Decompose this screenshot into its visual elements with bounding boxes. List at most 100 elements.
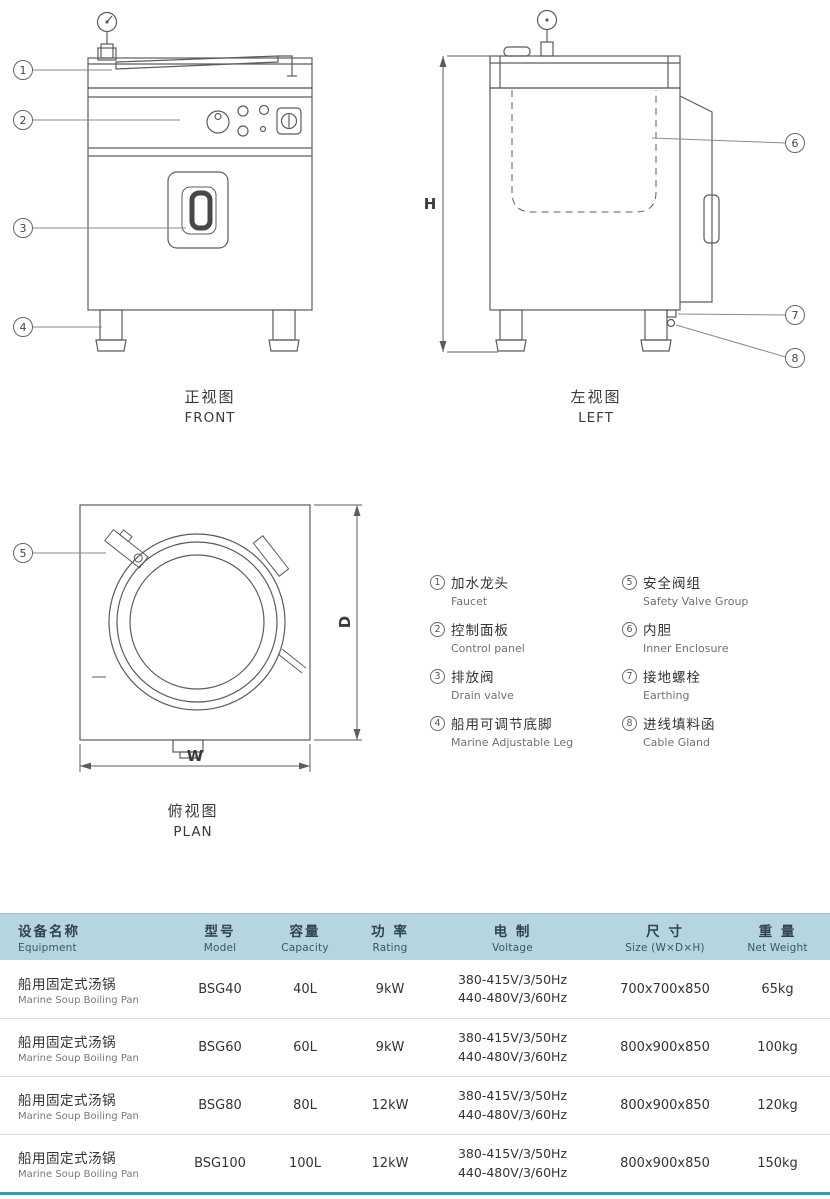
header-capacity-en: Capacity: [281, 942, 329, 954]
capacity-value: 80L: [293, 1098, 317, 1113]
legend-label-cn: 船用可调节底脚: [451, 717, 553, 733]
legend-number: 1: [430, 574, 445, 590]
technical-drawings: 1 2 3 4: [13, 9, 805, 772]
legend-number: 7: [622, 668, 637, 684]
legend-number: 8: [622, 715, 637, 731]
legend-item-adjustable-leg: 4 船用可调节底脚 Marine Adjustable Leg: [430, 713, 622, 749]
legend-label-cn: 控制面板: [451, 623, 509, 639]
table-row-bsg80: 船用固定式汤锅 Marine Soup Boiling Pan BSG80 80…: [0, 1076, 830, 1134]
legend-label-en: Drain valve: [451, 689, 514, 702]
header-voltage: 电 制 Voltage: [430, 920, 595, 954]
legend-item-inner-enclosure: 6 内胆 Inner Enclosure: [622, 619, 814, 655]
callout-5-number: 5: [20, 547, 27, 560]
pressure-gauge-icon: [96, 11, 118, 59]
h-dimension: H: [424, 55, 498, 353]
front-view-drawing: [87, 11, 313, 352]
parts-legend: 1 加水龙头 Faucet 2 控制面板 Control panel 3 排放阀…: [430, 572, 814, 760]
left-view-drawing: [489, 9, 720, 352]
equipment-name-cn: 船用固定式汤锅: [18, 976, 116, 993]
left-view-label-en: LEFT: [578, 410, 614, 426]
legend-item-cable-gland: 8 进线填料函 Cable Gland: [622, 713, 814, 749]
header-rating-cn: 功 率: [371, 924, 409, 940]
header-rating-en: Rating: [372, 942, 408, 954]
legend-item-drain-valve: 3 排放阀 Drain valve: [430, 666, 622, 702]
header-voltage-en: Voltage: [492, 942, 533, 954]
equipment-name-en: Marine Soup Boiling Pan: [18, 1053, 139, 1064]
legend-label-en: Faucet: [451, 595, 488, 608]
header-equipment: 设备名称 Equipment: [10, 920, 180, 954]
callout-7-number: 7: [792, 309, 799, 322]
callout-2: 2: [13, 110, 33, 130]
voltage-line-2: 440-480V/3/60Hz: [457, 990, 568, 1005]
callout-4: 4: [13, 317, 33, 337]
model-value: BSG100: [194, 1156, 246, 1171]
legend-item-earthing: 7 接地螺栓 Earthing: [622, 666, 814, 702]
header-size: 尺 寸 Size (W×D×H): [595, 920, 735, 954]
callout-6-number: 6: [792, 137, 799, 150]
legend-number: 3: [430, 668, 445, 684]
left-view-label-cn: 左视图: [570, 388, 622, 406]
legend-number: 2: [430, 621, 445, 637]
callout-3: 3: [13, 218, 33, 238]
header-model: 型号 Model: [180, 920, 260, 954]
header-capacity-cn: 容量: [289, 924, 321, 940]
legend-label-en: Control panel: [451, 642, 525, 655]
w-dimension-label: W: [187, 747, 204, 765]
left-view-label: 左视图 LEFT: [536, 386, 656, 426]
legend-label-en: Cable Gland: [643, 736, 710, 749]
equipment-name-cn: 船用固定式汤锅: [18, 1035, 116, 1051]
callout-1: 1: [13, 60, 33, 80]
callout-6: 6: [785, 133, 805, 153]
header-voltage-cn: 电 制: [493, 924, 532, 940]
legend-number: 6: [622, 621, 637, 637]
equipment-cell: 船用固定式汤锅 Marine Soup Boiling Pan: [10, 1031, 180, 1064]
callout-4-number: 4: [20, 321, 27, 334]
equipment-name-en: Marine Soup Boiling Pan: [18, 994, 139, 1006]
plan-view-label-cn: 俯视图: [167, 802, 219, 820]
legend-label-cn: 内胆: [643, 623, 672, 639]
front-view-label: 正视图 FRONT: [150, 386, 270, 426]
callout-1-number: 1: [20, 64, 27, 77]
front-view-label-cn: 正视图: [184, 388, 236, 406]
front-callouts: [32, 69, 186, 328]
d-dimension: D: [314, 504, 362, 741]
rating-value: 9kW: [375, 981, 405, 997]
pressure-gauge-side-icon: [536, 9, 558, 57]
voltage-line-2: 440-480V/3/60Hz: [457, 1106, 568, 1122]
h-dimension-label: H: [424, 195, 437, 213]
faucet-icon: [97, 47, 297, 77]
model-value: BSG60: [198, 1040, 242, 1055]
equipment-name-en: Marine Soup Boiling Pan: [18, 1111, 139, 1122]
equipment-name-cn: 船用固定式汤锅: [18, 1151, 116, 1167]
legend-item-safety-valve-group: 5 安全阀组 Safety Valve Group: [622, 572, 814, 608]
spec-table: 设备名称 Equipment 型号 Model 容量 Capacity 功 率 …: [0, 913, 830, 1195]
left-callouts: [651, 137, 786, 358]
indicator-lights-icon: [237, 104, 270, 137]
plan-view-label-en: PLAN: [173, 824, 213, 840]
voltage-line-1: 380-415V/3/50Hz: [457, 1030, 568, 1046]
legend-item-control-panel: 2 控制面板 Control panel: [430, 619, 622, 655]
rating-value: 9kW: [375, 1040, 405, 1055]
header-model-cn: 型号: [204, 924, 236, 940]
rating-value: 12kW: [371, 1098, 409, 1113]
model-value: BSG80: [198, 1098, 242, 1113]
voltage-line-1: 380-415V/3/50Hz: [457, 1088, 568, 1104]
header-size-cn: 尺 寸: [646, 924, 684, 940]
callout-3-number: 3: [20, 222, 27, 235]
callout-8: 8: [785, 348, 805, 368]
size-value: 800x900x850: [620, 1156, 710, 1171]
front-view-label-en: FRONT: [184, 410, 236, 426]
voltage-value: 380-415V/3/50Hz 440-480V/3/60Hz: [430, 1145, 595, 1181]
callout-7: 7: [785, 305, 805, 325]
equipment-name-en: Marine Soup Boiling Pan: [18, 1169, 139, 1180]
legend-label-en: Safety Valve Group: [643, 595, 749, 608]
table-row-bsg60: 船用固定式汤锅 Marine Soup Boiling Pan BSG60 60…: [0, 1018, 830, 1076]
table-row-bsg40: 船用固定式汤锅 Marine Soup Boiling Pan BSG40 40…: [0, 960, 830, 1018]
voltage-value: 380-415V/3/50Hz 440-480V/3/60Hz: [430, 1029, 595, 1065]
voltage-value: 380-415V/3/50Hz 440-480V/3/60Hz: [430, 971, 595, 1007]
weight-value: 150kg: [757, 1156, 798, 1171]
legend-column-2: 5 安全阀组 Safety Valve Group 6 内胆 Inner Enc…: [622, 572, 814, 760]
table-row-bsg100: 船用固定式汤锅 Marine Soup Boiling Pan BSG100 1…: [0, 1134, 830, 1192]
header-weight-en: Net Weight: [747, 942, 808, 954]
